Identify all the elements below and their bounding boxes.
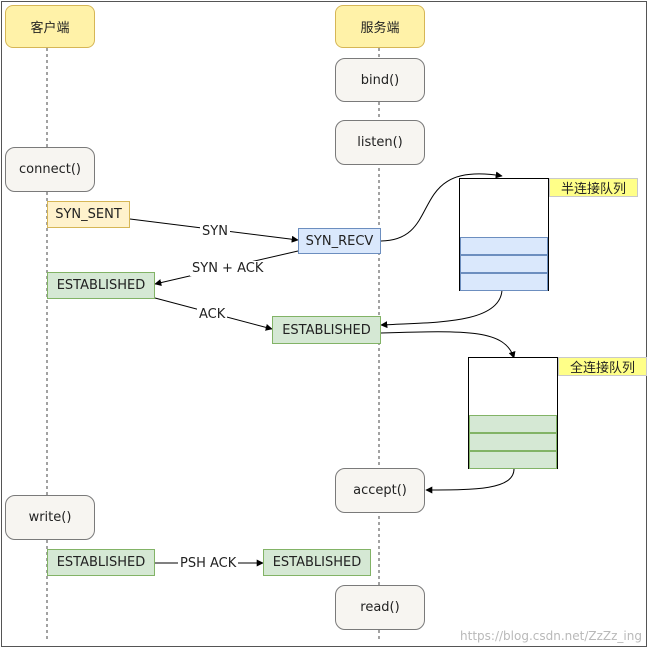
server-established-state: ESTABLISHED	[272, 316, 381, 344]
client-lane-header: 客户端	[5, 5, 95, 48]
full-queue-slot	[469, 415, 557, 433]
read-call: read()	[335, 585, 425, 630]
server-read-established-state: ESTABLISHED	[263, 549, 371, 576]
full-connection-queue	[468, 357, 558, 469]
half-queue-to-established	[380, 289, 503, 329]
syn-recv-to-half-queue	[380, 171, 503, 242]
syn-label: SYN	[200, 224, 230, 239]
half-queue-label: 半连接队列	[549, 178, 638, 197]
syn-ack-label: SYN + ACK	[190, 261, 266, 276]
full-queue-to-accept	[425, 467, 515, 494]
half-connection-queue	[459, 178, 549, 291]
accept-call: accept()	[335, 468, 425, 513]
client-write-established-state: ESTABLISHED	[47, 549, 155, 576]
half-queue-slot	[460, 237, 548, 255]
client-established-state: ESTABLISHED	[47, 272, 155, 299]
half-queue-slot	[460, 273, 548, 291]
bind-call: bind()	[335, 58, 425, 102]
full-queue-label: 全连接队列	[558, 357, 647, 376]
server-lane-header: 服务端	[335, 5, 425, 48]
psh-ack-label: PSH ACK	[178, 556, 239, 571]
listen-call: listen()	[335, 120, 425, 165]
syn-recv-state: SYN_RECV	[298, 228, 381, 254]
connect-call: connect()	[5, 147, 95, 192]
established-to-full-queue	[380, 331, 516, 359]
ack-label: ACK	[197, 307, 228, 322]
full-queue-slot	[469, 433, 557, 451]
half-queue-slot	[460, 255, 548, 273]
syn-sent-state: SYN_SENT	[47, 201, 130, 228]
watermark: https://blog.csdn.net/ZzZz_ing	[460, 629, 642, 643]
full-queue-slot	[469, 451, 557, 469]
write-call: write()	[5, 495, 95, 540]
